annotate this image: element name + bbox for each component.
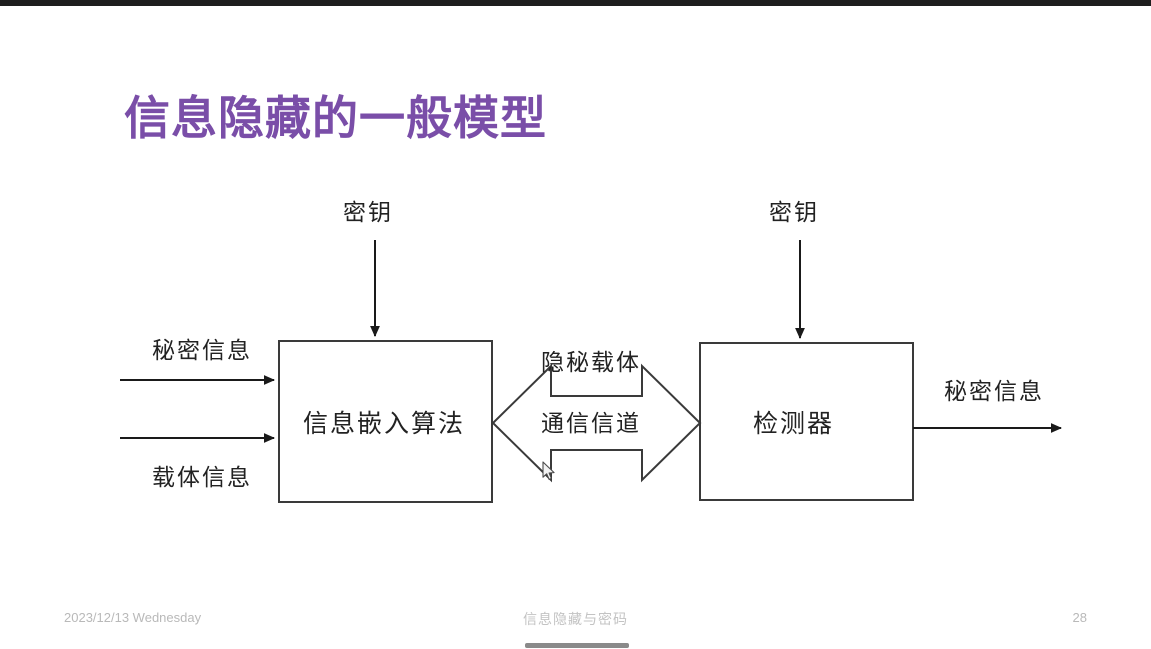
label-key-left: 密钥: [343, 200, 393, 226]
footer-date: 2023/12/13 Wednesday: [64, 610, 202, 625]
footer-page-number: 28: [1072, 610, 1087, 625]
label-embed-algorithm: 信息嵌入算法: [303, 409, 466, 438]
label-communication-channel: 通信信道: [541, 411, 641, 437]
label-secret-input: 秘密信息: [152, 338, 252, 364]
label-carrier-input: 载体信息: [152, 465, 252, 491]
label-detector: 检测器: [753, 409, 835, 438]
footer-course-title: 信息隐藏与密码: [523, 612, 628, 628]
communication-channel-double-arrow: [491, 363, 702, 483]
label-stego-carrier: 隐秘载体: [541, 350, 641, 376]
label-secret-output: 秘密信息: [944, 379, 1044, 405]
page-title: 信息隐藏的一般模型: [124, 91, 547, 145]
top-chrome-bar: [0, 0, 1151, 6]
embed-algorithm-box: [278, 340, 493, 503]
detector-box: [699, 342, 914, 501]
label-key-right: 密钥: [769, 200, 819, 226]
horizontal-scrollbar[interactable]: [525, 643, 629, 648]
